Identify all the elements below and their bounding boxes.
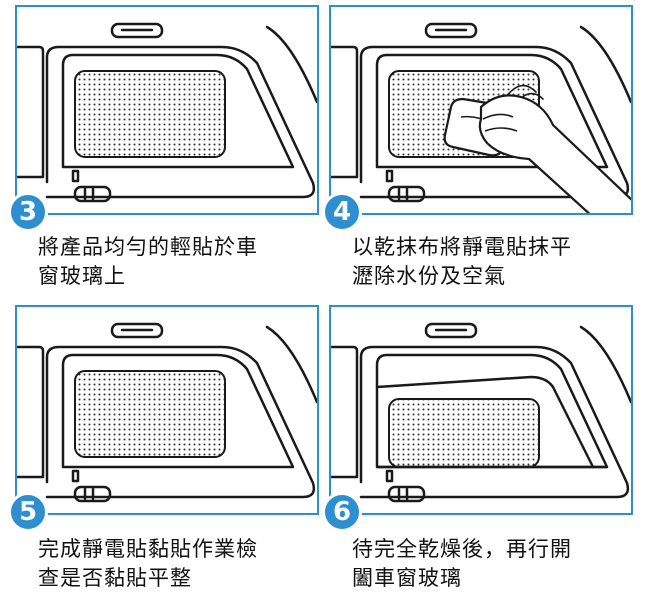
step-5-illustration — [15, 305, 319, 515]
step-6-caption: 待完全乾燥後，再行開 闔車窗玻璃 — [352, 535, 650, 593]
step-6-number-badge: 6 — [322, 492, 362, 532]
step-4-illustration — [329, 5, 633, 215]
step-4-caption: 以乾抹布將靜電貼抹平 瀝除水份及空氣 — [352, 233, 650, 291]
step-5-caption-line-2: 查是否黏貼平整 — [38, 566, 192, 590]
step-4-number-badge: 4 — [322, 192, 362, 232]
hand-wiping-icon — [331, 22, 631, 213]
step-4-caption-line-2: 瀝除水份及空氣 — [352, 264, 506, 288]
step-5-caption-line-1: 完成靜電貼黏貼作業檢 — [38, 537, 258, 561]
step-5-number-badge: 5 — [8, 492, 48, 532]
step-6-caption-line-1: 待完全乾燥後，再行開 — [352, 537, 572, 561]
step-3-caption: 將產品均勻的輕貼於車 窗玻璃上 — [38, 233, 338, 291]
car-window-film-icon — [17, 322, 317, 503]
step-3-caption-line-2: 窗玻璃上 — [38, 264, 126, 288]
window-closing-icon — [331, 322, 631, 503]
step-5-caption: 完成靜電貼黏貼作業檢 查是否黏貼平整 — [38, 535, 338, 593]
car-window-film-icon — [17, 22, 317, 203]
step-3-caption-line-1: 將產品均勻的輕貼於車 — [38, 235, 258, 259]
step-6-caption-line-2: 闔車窗玻璃 — [352, 566, 462, 590]
step-4-caption-line-1: 以乾抹布將靜電貼抹平 — [352, 235, 572, 259]
step-3-illustration — [15, 5, 319, 215]
step-6-illustration — [329, 305, 633, 515]
step-3-number-badge: 3 — [8, 192, 48, 232]
